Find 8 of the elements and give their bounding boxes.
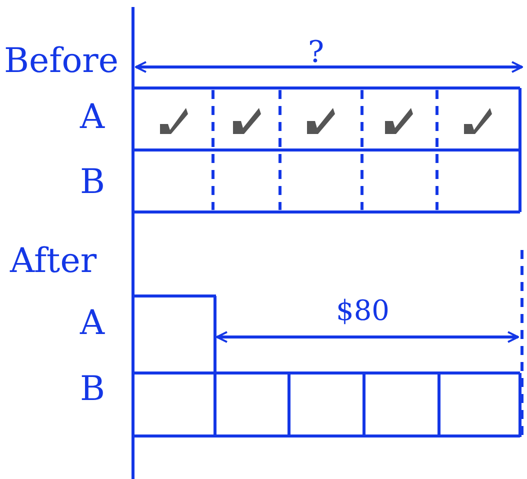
row-label: A (80, 100, 105, 134)
row-group-label: Before (4, 44, 119, 78)
row-label: B (80, 165, 105, 199)
row-group-label: After (10, 244, 97, 278)
amount-label: $80 (336, 297, 390, 325)
question-mark-label: ? (308, 38, 324, 68)
row-label: A (80, 306, 105, 340)
row-label: B (80, 372, 105, 406)
